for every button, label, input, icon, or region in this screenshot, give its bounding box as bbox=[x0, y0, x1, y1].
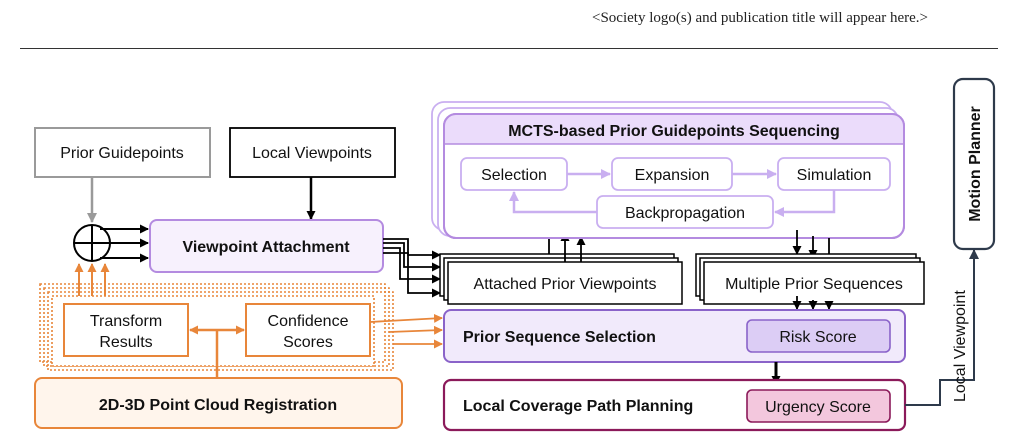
urgency-score-label: Urgency Score bbox=[765, 399, 871, 416]
local-viewpoint-label: Local Viewpoint bbox=[952, 290, 969, 402]
registration-label: 2D-3D Point Cloud Registration bbox=[99, 397, 337, 414]
backpropagation-label: Backpropagation bbox=[625, 205, 745, 222]
local-viewpoints-label: Local Viewpoints bbox=[252, 145, 372, 162]
attached-prior-viewpoints-label: Attached Prior Viewpoints bbox=[474, 276, 657, 293]
publication-header-placeholder: <Society logo(s) and publication title w… bbox=[592, 10, 928, 26]
prior-sequence-selection-label: Prior Sequence Selection bbox=[463, 329, 656, 346]
multiple-prior-sequences-stack: Multiple Prior Sequences bbox=[695, 253, 925, 305]
planning-to-motion-planner-arrow bbox=[905, 249, 979, 406]
multiple-prior-sequences-label: Multiple Prior Sequences bbox=[725, 276, 903, 293]
attached-prior-viewpoints-stack: Attached Prior Viewpoints bbox=[439, 253, 683, 305]
viewpoint-attachment-box: Viewpoint Attachment bbox=[149, 219, 384, 273]
selection-box: Selection bbox=[460, 157, 568, 191]
backpropagation-box: Backpropagation bbox=[596, 195, 774, 229]
backprop-to-selection-arrow bbox=[509, 191, 597, 214]
transform-results-label-line2: Results bbox=[99, 334, 152, 351]
confidence-scores-box: Confidence Scores bbox=[245, 303, 371, 357]
simulation-box: Simulation bbox=[777, 157, 891, 191]
confidence-scores-label-line1: Confidence bbox=[268, 313, 349, 330]
viewpoint-attachment-label: Viewpoint Attachment bbox=[182, 239, 350, 256]
local-coverage-path-planning-label: Local Coverage Path Planning bbox=[463, 398, 693, 415]
header-rule bbox=[20, 48, 998, 49]
selection-label: Selection bbox=[481, 167, 547, 184]
combine-operator-icon bbox=[73, 224, 111, 262]
risk-score-label: Risk Score bbox=[779, 329, 856, 346]
motion-planner-box: Motion Planner bbox=[952, 77, 996, 251]
expansion-label: Expansion bbox=[635, 167, 710, 184]
local-viewpoints-box: Local Viewpoints bbox=[229, 127, 396, 178]
confidence-to-selection-arrows bbox=[369, 313, 443, 349]
prior-guidepoints-label: Prior Guidepoints bbox=[60, 145, 184, 162]
simulation-to-backprop-arrow bbox=[774, 190, 836, 217]
mcts-title: MCTS-based Prior Guidepoints Sequencing bbox=[508, 123, 840, 140]
urgency-score-box: Urgency Score bbox=[746, 389, 891, 423]
confidence-scores-label-line2: Scores bbox=[283, 334, 333, 351]
attachment-to-attached-arrows bbox=[383, 238, 441, 298]
expansion-box: Expansion bbox=[611, 157, 733, 191]
simulation-label: Simulation bbox=[797, 167, 872, 184]
motion-planner-label: Motion Planner bbox=[967, 106, 984, 222]
prior-guidepoints-box: Prior Guidepoints bbox=[34, 127, 211, 178]
registration-box: 2D-3D Point Cloud Registration bbox=[34, 377, 403, 429]
transform-results-box: Transform Results bbox=[63, 303, 189, 357]
risk-score-box: Risk Score bbox=[746, 319, 891, 353]
transform-results-label-line1: Transform bbox=[90, 313, 162, 330]
